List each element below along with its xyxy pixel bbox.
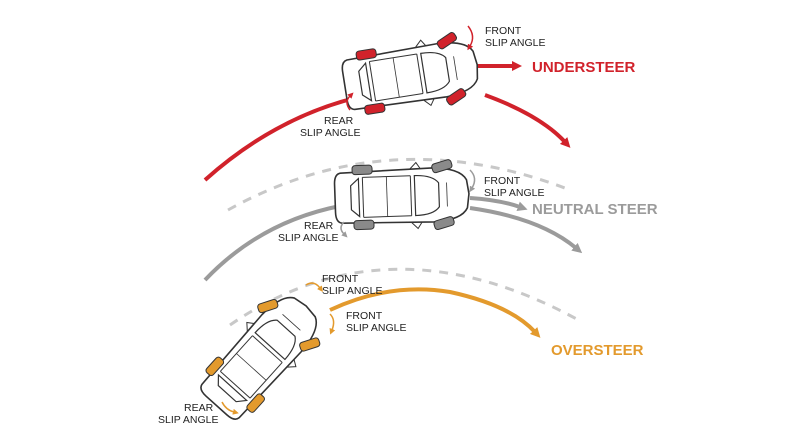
oversteer-front-slip-side-label: FRONT SLIP ANGLE (346, 310, 407, 334)
slip-angle-arrow-icon (305, 282, 324, 292)
neutral-path (203, 204, 341, 282)
understeer-intended-arrow (484, 93, 571, 148)
neutral-steer-group: FRONT SLIP ANGLE REAR SLIP ANGLE NEUTRAL… (203, 157, 658, 327)
tire-icon (446, 88, 467, 106)
neutral-rear-slip-label: REAR SLIP ANGLE (278, 220, 339, 244)
understeer-front-slip-label: FRONT SLIP ANGLE (485, 25, 546, 49)
slip-angle-arrow-icon (467, 25, 474, 51)
oversteer-group: FRONT SLIP ANGLE FRONT SLIP ANGLE REAR S… (158, 273, 644, 429)
oversteer-rear-slip-label: REAR SLIP ANGLE (158, 402, 219, 426)
oversteer-front-slip-top-label: FRONT SLIP ANGLE (322, 273, 383, 297)
tire-icon (257, 298, 279, 314)
tire-icon (436, 32, 457, 50)
slip-angle-arrow-icon (340, 221, 348, 238)
understeer-label: UNDERSTEER (532, 59, 636, 76)
slip-angle-arrow-icon (469, 169, 476, 193)
understeer-car-icon (338, 31, 484, 120)
neutral-intended-arrow (469, 206, 583, 254)
neutral-lane-dashed-outer (227, 157, 571, 212)
understeer-rear-slip-label: REAR SLIP ANGLE (300, 115, 361, 139)
tire-icon (355, 48, 377, 61)
tire-icon (246, 393, 265, 413)
tire-icon (364, 102, 386, 115)
slip-angle-arrow-icon (221, 401, 239, 415)
tire-icon (351, 164, 373, 176)
tire-icon (205, 356, 225, 377)
neutral-actual-arrow (469, 196, 528, 212)
tire-icon (433, 216, 455, 231)
tire-icon (299, 337, 321, 352)
neutral-steer-label: NEUTRAL STEER (532, 201, 658, 218)
oversteer-label: OVERSTEER (551, 342, 644, 359)
slip-angle-arrow-icon (329, 313, 336, 335)
understeer-group: FRONT SLIP ANGLE REAR SLIP ANGLE UNDERST… (203, 25, 636, 182)
oversteer-car-icon (191, 283, 332, 429)
neutral-front-slip-label: FRONT SLIP ANGLE (484, 175, 545, 199)
tire-icon (353, 219, 375, 231)
slip-angle-arrow-icon (346, 92, 354, 111)
oversteer-path (329, 287, 541, 338)
neutral-car-icon (333, 159, 471, 233)
tire-icon (431, 159, 453, 174)
